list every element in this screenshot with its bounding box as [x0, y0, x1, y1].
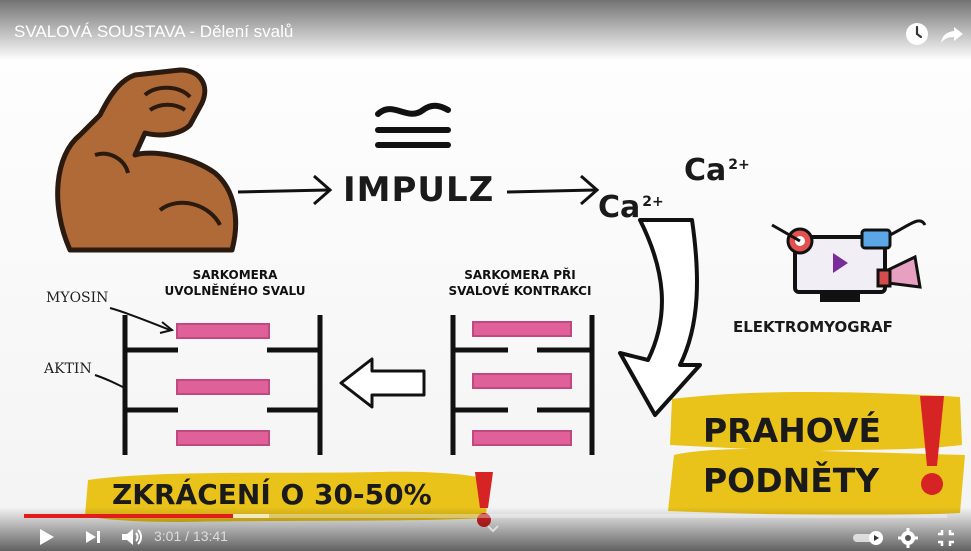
watch-later-icon[interactable]	[905, 22, 929, 46]
prahove-podnety-text: PRAHOVÉ PODNĚTY	[703, 406, 881, 506]
volume-icon[interactable]	[120, 526, 144, 548]
zkraceni-text: ZKRÁCENÍ O 30-50%	[112, 478, 432, 511]
approx-symbol	[375, 102, 451, 148]
flexed-arm-illustration	[55, 67, 239, 253]
relaxed-sarcomere-label: SARKOMERA UVOLNĚNÉHO SVALU	[150, 267, 320, 299]
exit-fullscreen-icon[interactable]	[936, 528, 956, 548]
myosin-label: MYOSIN	[46, 290, 109, 306]
curved-down-arrow	[618, 218, 702, 417]
arrow-to-impulz	[237, 174, 333, 206]
relaxed-sarcomere-diagram	[94, 307, 323, 455]
title-bar: SVALOVÁ SOUSTAVA - Dělení svalů	[0, 0, 971, 60]
share-icon[interactable]	[940, 22, 964, 46]
prahove-highlight	[668, 392, 965, 516]
prahove-line: PRAHOVÉ	[703, 411, 882, 450]
arrow-to-calcium	[506, 174, 600, 206]
exclamation-icon	[920, 396, 944, 495]
label-line: UVOLNĚNÉHO SVALU	[164, 284, 306, 298]
progress-bar[interactable]	[24, 514, 947, 518]
next-icon[interactable]	[84, 529, 102, 545]
autoplay-toggle[interactable]	[852, 530, 886, 546]
electromyograph-illustration	[771, 219, 927, 302]
ca-charge: 2+	[642, 194, 664, 210]
podnety-line: PODNĚTY	[703, 461, 880, 500]
impulz-text: IMPULZ	[343, 170, 495, 210]
label-line: SARKOMERA PŘI	[464, 268, 576, 282]
ca-symbol: Ca	[684, 153, 727, 188]
contracted-sarcomere-diagram	[450, 315, 595, 455]
label-line: SVALOVÉ KONTRAKCI	[448, 284, 592, 298]
left-hollow-arrow	[339, 357, 426, 409]
aktin-label: AKTIN	[44, 361, 92, 377]
play-icon[interactable]	[38, 527, 56, 547]
chevron-down-icon[interactable]	[486, 524, 500, 534]
label-line: SARKOMERA	[192, 268, 278, 282]
contracted-sarcomere-label: SARKOMERA PŘI SVALOVÉ KONTRAKCI	[430, 267, 610, 299]
time-display: 3:01 / 13:41	[154, 528, 228, 544]
ca-charge: 2+	[728, 157, 750, 173]
video-title[interactable]: SVALOVÁ SOUSTAVA - Dělení svalů	[14, 22, 294, 41]
elektromyograf-label: ELEKTROMYOGRAF	[733, 318, 893, 336]
ca-symbol: Ca	[598, 190, 641, 225]
settings-icon[interactable]	[898, 528, 918, 548]
played-bar	[24, 514, 233, 518]
